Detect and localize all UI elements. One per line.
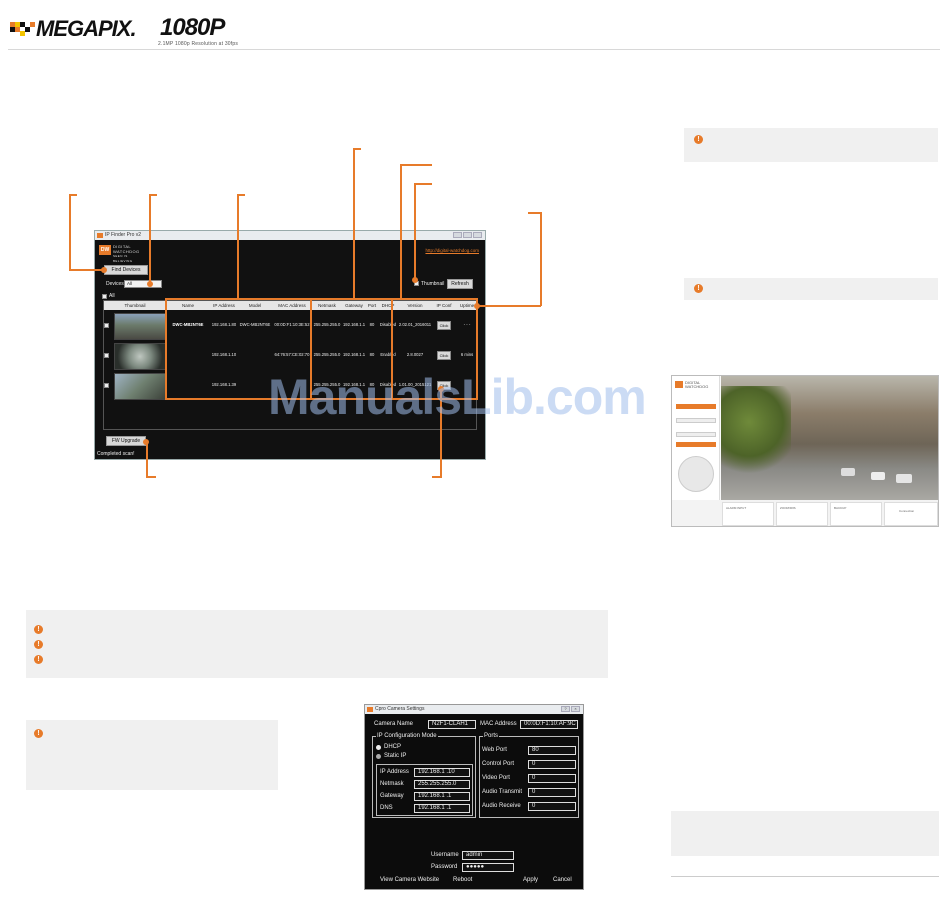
ip-conf-button[interactable]: Click: [437, 381, 451, 390]
camera-name-label: Camera Name: [374, 721, 414, 727]
fw-upgrade-button[interactable]: FW Upgrade: [106, 436, 146, 446]
device-table-header: Thumbnail Name IP Address Model MAC Addr…: [104, 301, 476, 310]
footer-divider: [671, 876, 939, 877]
dns-field[interactable]: 192.168.1 .1: [414, 804, 470, 813]
username-field[interactable]: admin: [462, 851, 514, 860]
audio-transmit-field[interactable]: 0: [528, 788, 576, 797]
app-icon: [367, 707, 373, 712]
megapix-logo: MEGAPIX. 1080P 2.1MP 1080p Resolution at…: [10, 12, 270, 48]
control-port-field[interactable]: 0: [528, 760, 576, 769]
devices-label: Devices: [106, 281, 124, 287]
ip-conf-button[interactable]: Click: [437, 321, 451, 330]
username-label: Username: [431, 852, 459, 858]
info-icon: !: [34, 655, 43, 664]
viewer-video-frame: [721, 376, 938, 500]
callout-dot: [438, 386, 444, 392]
camera-thumbnail: [114, 343, 166, 370]
callout-dot: [143, 439, 149, 445]
row-checkbox[interactable]: [104, 353, 109, 358]
watermark-text: ManualsLib.com: [268, 369, 647, 425]
info-icon: !: [694, 284, 703, 293]
website-link[interactable]: http://digital-watchdog.com: [425, 248, 479, 253]
viewer-sidebar: DIGITAL WATCHDOG: [672, 376, 720, 500]
dialog-title: Cpro Camera Settings: [375, 706, 425, 712]
web-port-field[interactable]: 80: [528, 746, 576, 755]
row-checkbox[interactable]: [104, 383, 109, 388]
close-icon[interactable]: ×: [571, 706, 580, 712]
checker-logo-icon: [10, 22, 35, 36]
find-devices-button[interactable]: Find Devices: [104, 265, 148, 275]
highlight-box-network: [165, 298, 393, 400]
note-box-top-right: !: [684, 128, 938, 162]
info-icon: !: [34, 625, 43, 634]
dhcp-label: DHCP: [384, 744, 402, 750]
audio-receive-field[interactable]: 0: [528, 802, 576, 811]
mac-address-field: 00:0D:F1:10:AF:9C: [520, 720, 578, 729]
refresh-button[interactable]: Refresh: [447, 279, 473, 289]
highlight-box-version: [310, 298, 478, 400]
camera-name-field[interactable]: N2F1-CLAH1: [428, 720, 476, 729]
viewer-bottom-panels: ALARM INPUT ZOOM/IRIS BACKUP Connection: [672, 500, 938, 526]
maximize-icon[interactable]: [463, 232, 472, 238]
password-label: Password: [431, 864, 458, 870]
close-icon[interactable]: [473, 232, 482, 238]
camera-thumbnail: [114, 373, 166, 400]
help-icon[interactable]: ?: [561, 706, 570, 712]
gateway-field[interactable]: 192.168.1 .1: [414, 792, 470, 801]
header-divider: [8, 49, 940, 50]
model-name: 1080P: [160, 14, 225, 41]
callout-dot: [412, 277, 418, 283]
cancel-button[interactable]: Cancel: [553, 877, 572, 883]
thumbnail-label: Thumbnail: [421, 281, 445, 287]
static-ip-label: Static IP: [384, 753, 407, 759]
devices-select[interactable]: All: [124, 280, 162, 288]
status-text: Completed scan!: [97, 451, 135, 457]
ptz-dial[interactable]: [678, 456, 714, 492]
view-camera-website-button[interactable]: View Camera Website: [380, 877, 440, 883]
info-icon: !: [34, 729, 43, 738]
static-ip-radio[interactable]: [376, 754, 381, 759]
note-box-bottom-right: [671, 811, 939, 856]
brand-name: MEGAPIX.: [36, 16, 137, 41]
note-box-left: !: [26, 720, 278, 790]
window-title: IP Finder Pro v2: [105, 232, 142, 238]
video-port-field[interactable]: 0: [528, 774, 576, 783]
minimize-icon[interactable]: [453, 232, 462, 238]
table-row[interactable]: 192.168.1.10 64:76:57:CE:02:70 255.255.2…: [104, 341, 476, 371]
ip-config-group: IP Configuration Mode DHCP Static IP IP …: [372, 733, 476, 818]
static-ip-group: IP Address 192.168.1 .10 Netmask 255.255…: [376, 764, 473, 816]
table-row[interactable]: DWC-MB2NT6E 192.168.1.80 DWC-MB2NT6E 00:…: [104, 311, 476, 341]
info-icon: !: [34, 640, 43, 649]
dhcp-radio[interactable]: [376, 745, 381, 750]
select-all-checkbox[interactable]: [102, 294, 107, 299]
digital-watchdog-logo: DW DIGITAL WATCHDOG SEEN IS BELIEVING: [99, 244, 140, 263]
ip-conf-button[interactable]: Click: [437, 351, 451, 360]
note-box-mid-right: !: [684, 278, 938, 300]
device-table: Thumbnail Name IP Address Model MAC Addr…: [103, 300, 477, 430]
callout-dot: [474, 303, 480, 309]
info-icon: !: [694, 135, 703, 144]
header-subtitle: 2.1MP 1080p Resolution at 30fps: [158, 41, 239, 47]
callout-dot: [147, 281, 153, 287]
ip-address-field[interactable]: 192.168.1 .10: [414, 768, 470, 777]
mac-address-label: MAC Address: [480, 721, 517, 727]
web-viewer-screenshot: DIGITAL WATCHDOG ALARM INPUT ZOOM/IRIS B…: [671, 375, 939, 527]
window-titlebar: IP Finder Pro v2: [95, 231, 485, 240]
reboot-button[interactable]: Reboot: [453, 877, 473, 883]
callout-dot: [101, 267, 107, 273]
app-icon: [97, 233, 103, 238]
password-field[interactable]: ●●●●●: [462, 863, 514, 872]
camera-thumbnail: [114, 313, 166, 340]
note-box-wide: ! ! !: [26, 610, 608, 678]
select-all-label: All: [109, 293, 115, 299]
viewer-logo-icon: [675, 381, 683, 388]
netmask-field[interactable]: 255.255.255.0: [414, 780, 470, 789]
row-checkbox[interactable]: [104, 323, 109, 328]
dialog-titlebar: Cpro Camera Settings ? ×: [365, 705, 583, 714]
camera-settings-dialog: Cpro Camera Settings ? × Camera Name N2F…: [364, 704, 584, 890]
table-row[interactable]: 192.168.1.39 255.255.255.0 192.168.1.1 8…: [104, 371, 476, 401]
apply-button[interactable]: Apply: [523, 877, 539, 883]
ports-group: Ports Web Port 80 Control Port 0 Video P…: [479, 733, 579, 818]
